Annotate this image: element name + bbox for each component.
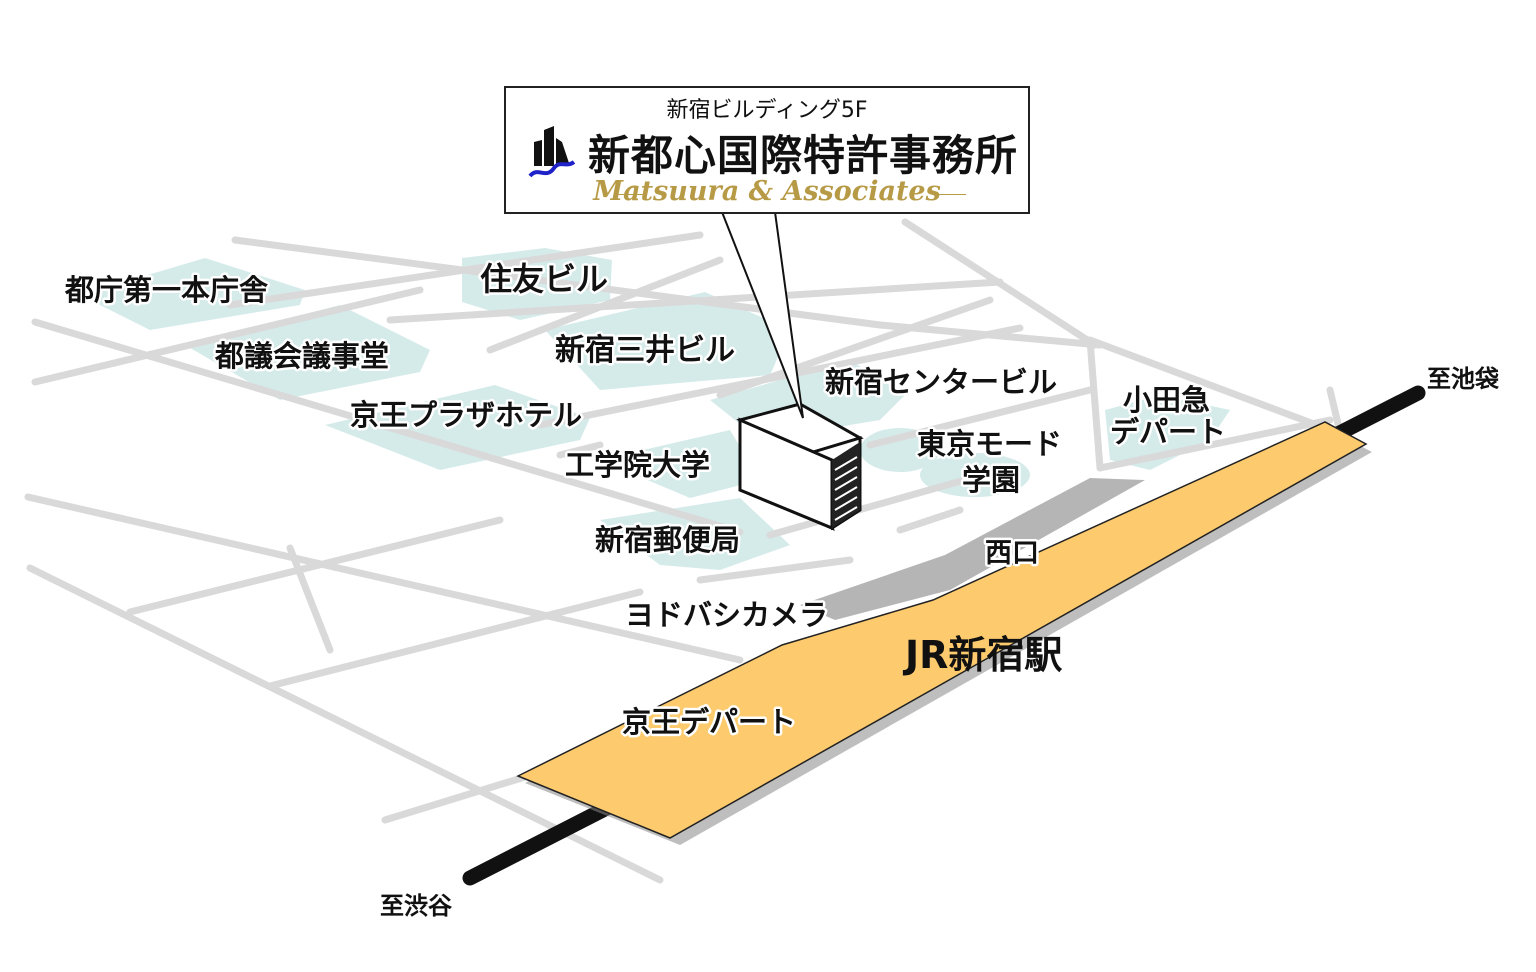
block-gikai [185, 305, 430, 400]
office-building [736, 402, 864, 531]
label-center: 新宿センタービル [825, 365, 1057, 399]
skyscraper-logo-icon [528, 126, 576, 178]
block-tocho [80, 258, 305, 330]
label-to-ikebukuro: 至池袋 [1427, 365, 1500, 393]
label-mode-2: 学園 [962, 463, 1020, 497]
building-name: 新宿ビルディング5F [666, 98, 868, 123]
label-odakyu-1: 小田急 [1123, 383, 1210, 417]
city-blocks [80, 248, 1230, 570]
west-exit-plaza [800, 478, 1145, 620]
map-labels: 都庁第一本庁舎 都議会議事堂 京王プラザホテル 住友ビル 新宿三井ビル 新宿セン… [62, 258, 1503, 923]
label-station: JR新宿駅 [902, 633, 1062, 677]
label-yodobashi: ヨドバシカメラ [625, 598, 828, 632]
label-mitsui: 新宿三井ビル [555, 333, 735, 368]
block-mitsui [545, 292, 790, 390]
block-odakyu [1105, 395, 1230, 470]
label-kogakuin: 工学院大学 [565, 448, 710, 482]
label-nishiguchi: 西口 [985, 538, 1039, 569]
label-mode-1: 東京モード [917, 427, 1062, 461]
office-english-name: Matsuura & Associates [593, 176, 941, 207]
block-kogakuin [600, 430, 760, 498]
label-tocho: 都庁第一本庁舎 [64, 273, 268, 307]
label-keio-plaza: 京王プラザホテル [350, 398, 582, 432]
label-sumitomo: 住友ビル [480, 260, 608, 298]
label-keio-dept: 京王デパート [622, 705, 796, 739]
office-callout: 新宿ビルディング5F 新都心国際特許事務所 Matsuura & Associa… [504, 86, 1030, 214]
label-post: 新宿郵便局 [595, 523, 740, 557]
block-keio-plaza [325, 385, 590, 470]
jr-shinjuku-station [516, 421, 1368, 839]
label-odakyu-2: デパート [1110, 415, 1226, 449]
label-to-shibuya: 至渋谷 [380, 892, 453, 920]
block-post [600, 498, 790, 570]
label-gikai: 都議会議事堂 [214, 339, 389, 373]
office-name: 新都心国際特許事務所 [588, 131, 1019, 180]
streets [24, 218, 1344, 884]
